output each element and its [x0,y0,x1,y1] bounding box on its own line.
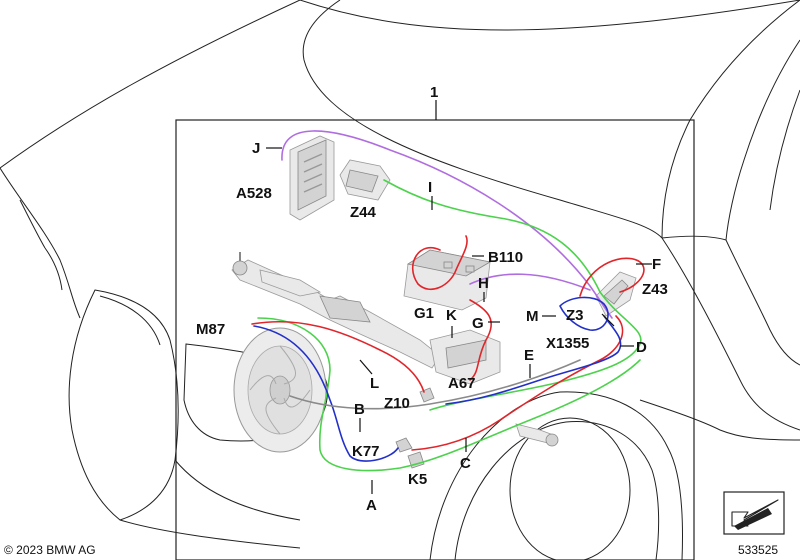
wire-purple-2 [469,273,591,291]
wire-blue [253,325,399,462]
label-m87: M87 [196,321,225,338]
back-arrow-icon[interactable] [723,491,785,535]
label-k5: K5 [408,471,427,488]
label-a: A [366,497,377,514]
label-k77: K77 [352,443,380,460]
radiator-fan-m87 [233,327,327,453]
callout-labels: 1 J A528 Z44 I B110 F H Z43 G1 K G M Z3 … [196,84,668,514]
label-f: F [652,256,661,273]
wiring [251,130,645,472]
label-g1: G1 [414,305,434,322]
wire-green [383,179,642,411]
label-z10: Z10 [384,395,410,412]
wire-red-4 [411,315,624,451]
connector-z10 [419,387,435,403]
label-z44: Z44 [350,204,377,221]
diagram-number: 533525 [738,543,778,557]
label-1: 1 [430,84,438,101]
battery-g1 [403,249,492,311]
label-l: L [370,375,379,392]
label-x1355: X1355 [546,335,589,352]
wire-red-2 [469,299,492,381]
label-b110: B110 [488,249,523,266]
wire-red-3 [579,257,645,297]
leader-lines [266,100,652,494]
wire-blue-3 [445,315,622,405]
steering-rack [231,252,441,369]
label-g: G [472,315,484,332]
label-j: J [252,140,260,157]
connector-module-z44 [339,159,391,201]
copyright-text: © 2023 BMW AG [4,543,96,557]
wire-gray [289,359,581,410]
wire-red-b110 [412,235,468,290]
relay-k77 [395,437,413,453]
label-m: M [526,308,539,325]
relay-k5 [407,451,425,469]
label-i: I [428,179,432,196]
label-c: C [460,455,471,472]
control-unit-a528 [289,135,335,221]
wire-red [251,320,425,393]
label-d: D [636,339,647,356]
label-z43: Z43 [642,281,668,298]
connector-z43 [595,271,637,317]
suspension-link [515,423,559,447]
label-h: H [478,275,489,292]
wire-purple [281,130,613,319]
label-a528: A528 [236,185,272,202]
harness-frame [175,119,695,560]
label-e: E [524,347,534,364]
label-z3: Z3 [566,307,584,324]
components [231,135,637,469]
label-a67: A67 [448,375,476,392]
label-k: K [446,307,457,324]
label-b: B [354,401,365,418]
wire-green-2 [257,317,641,472]
electronics-a67 [429,329,501,385]
wire-blue-2 [559,296,609,331]
